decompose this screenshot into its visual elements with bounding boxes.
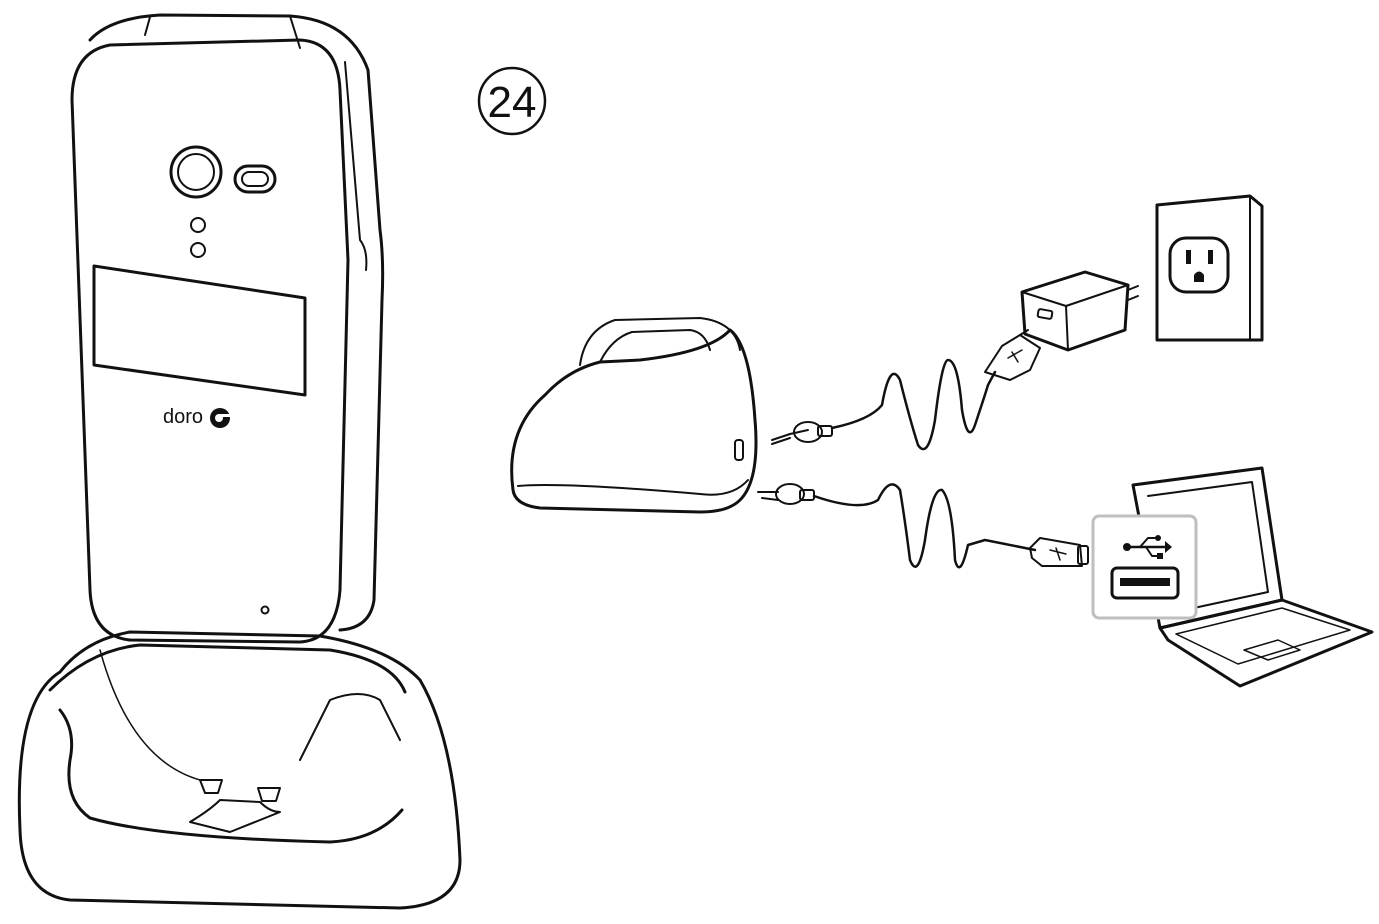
lower-cable [812, 483, 1037, 569]
usb-symbol-icon [1123, 535, 1172, 559]
usb-connector-icon [757, 483, 815, 505]
phone-icon: doro [70, 13, 385, 644]
usb-connector-icon [1029, 537, 1089, 567]
usb-port-icon [1110, 566, 1180, 600]
usb-port-panel [1091, 514, 1198, 620]
usb-connector-icon [984, 329, 1041, 381]
charging-cradle-icon [510, 317, 758, 514]
phone-brand-label: doro [163, 406, 203, 428]
charging-cradle-icon [17, 630, 462, 910]
power-adapter-icon [1020, 270, 1139, 352]
step-number-badge: 24 [477, 66, 547, 136]
wall-outlet-icon [1155, 194, 1264, 342]
brand-logo-icon [210, 408, 231, 428]
step-number: 24 [488, 78, 537, 127]
usb-connector-icon [771, 421, 833, 445]
upper-cable [830, 358, 997, 451]
